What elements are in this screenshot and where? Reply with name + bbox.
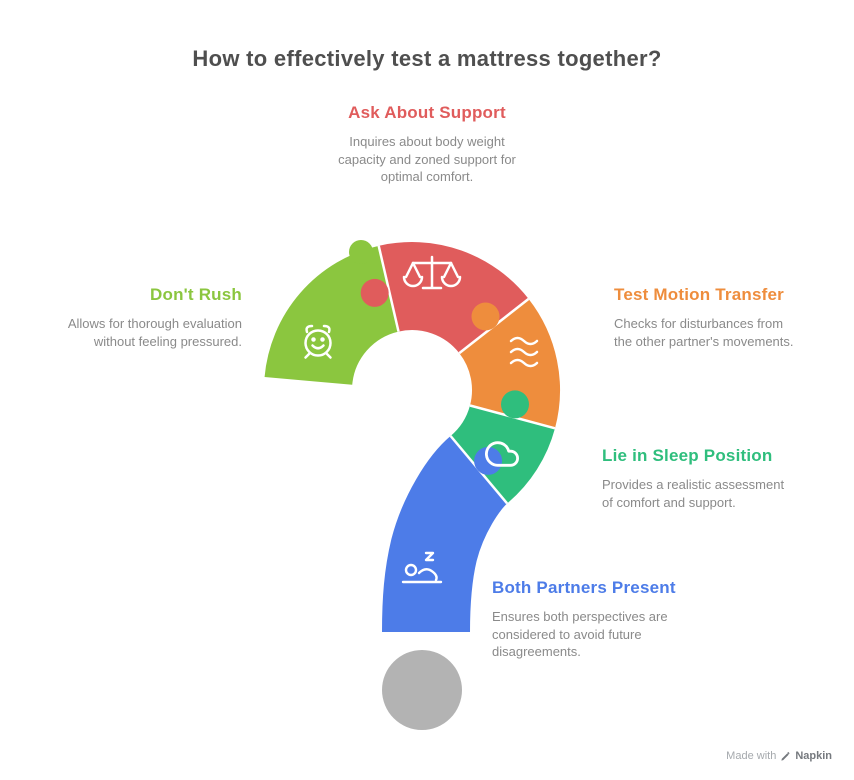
page-title: How to effectively test a mattress toget… <box>192 46 662 71</box>
puzzle-knob <box>349 240 373 264</box>
puzzle-knob <box>471 302 500 331</box>
napkin-pen-icon <box>781 751 790 761</box>
step-description-dont-rush: Allows for thorough evaluation without f… <box>67 316 242 349</box>
step-dont-rush: Don't Rush Allows for thorough evaluatio… <box>30 285 242 350</box>
puzzle-seam <box>377 245 400 332</box>
question-mark-dot <box>382 650 462 730</box>
waves-icon <box>509 336 539 368</box>
puzzle-knob <box>360 278 389 307</box>
step-label-ask-about-support: Ask About Support <box>348 103 506 122</box>
step-description-lie-in-sleep-position: Provides a realistic assessment of comfo… <box>602 477 785 510</box>
step-lie-in-sleep-position: Lie in Sleep Position Provides a realist… <box>602 446 842 511</box>
step-ask-about-support: Ask About Support Inquires about body we… <box>292 103 562 186</box>
step-label-both-partners-present: Both Partners Present <box>492 578 676 597</box>
napkin-brand-label: Napkin <box>795 750 832 762</box>
sleeping-person-icon <box>401 551 443 584</box>
step-description-both-partners-present: Ensures both perspectives are considered… <box>492 609 668 659</box>
segment-both-partners-present <box>382 436 509 633</box>
puzzle-knob <box>501 390 529 419</box>
step-both-partners-present: Both Partners Present Ensures both persp… <box>492 578 744 661</box>
step-label-dont-rush: Don't Rush <box>150 285 242 304</box>
step-label-test-motion-transfer: Test Motion Transfer <box>614 285 784 304</box>
cloud-icon <box>485 441 519 467</box>
alarm-clock-icon <box>304 324 332 359</box>
step-test-motion-transfer: Test Motion Transfer Checks for disturba… <box>614 285 846 350</box>
step-label-lie-in-sleep-position: Lie in Sleep Position <box>602 446 773 465</box>
step-description-test-motion-transfer: Checks for disturbances from the other p… <box>614 316 794 349</box>
step-description-ask-about-support: Inquires about body weight capacity and … <box>338 134 516 184</box>
scales-icon <box>402 255 462 290</box>
made-with-napkin[interactable]: Made with Napkin <box>726 750 832 762</box>
made-with-label: Made with <box>726 750 777 762</box>
